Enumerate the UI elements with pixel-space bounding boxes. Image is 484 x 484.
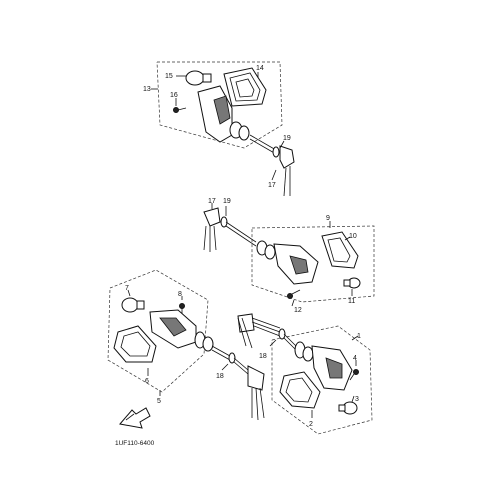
connector-17a bbox=[279, 145, 295, 197]
label-17b: 17 bbox=[208, 198, 216, 205]
label-16: 16 bbox=[170, 92, 178, 99]
bulb-11 bbox=[343, 277, 361, 289]
label-15: 15 bbox=[165, 73, 173, 80]
label-8: 8 bbox=[178, 291, 182, 298]
lens-2 bbox=[279, 371, 321, 409]
connector-1 bbox=[237, 313, 281, 349]
screw-4 bbox=[349, 368, 359, 381]
lens-14 bbox=[223, 67, 267, 107]
grommet-18b bbox=[278, 328, 286, 340]
assembly-1: 18 1 4 3 2 bbox=[237, 313, 373, 435]
lens-10 bbox=[321, 231, 359, 269]
label-10: 10 bbox=[349, 233, 357, 240]
label-6: 6 bbox=[145, 378, 149, 385]
group-outline-9 bbox=[251, 225, 375, 303]
grommet-19a bbox=[272, 146, 280, 158]
grommet-19b bbox=[220, 216, 228, 228]
diagram-code: 1UF110-6400 bbox=[115, 440, 155, 447]
housing-5 bbox=[149, 309, 214, 352]
label-18b: 18 bbox=[259, 353, 267, 360]
housing-1 bbox=[294, 341, 353, 391]
label-9: 9 bbox=[326, 215, 330, 222]
label-2: 2 bbox=[309, 421, 313, 428]
bulb-3 bbox=[338, 401, 358, 415]
label-12: 12 bbox=[294, 307, 302, 314]
label-13: 13 bbox=[143, 86, 151, 93]
assembly-5: 7 8 6 18 5 bbox=[107, 269, 265, 421]
label-5: 5 bbox=[157, 398, 161, 405]
label-19a: 19 bbox=[283, 135, 291, 142]
label-19b: 19 bbox=[223, 198, 231, 205]
screw-16 bbox=[172, 107, 187, 114]
connector-5 bbox=[247, 365, 265, 421]
label-7: 7 bbox=[125, 285, 129, 292]
group-outline-5 bbox=[107, 269, 209, 393]
label-18a: 18 bbox=[216, 373, 224, 380]
fwd-arrow-icon bbox=[119, 407, 151, 429]
label-3: 3 bbox=[355, 396, 359, 403]
assembly-9: 17 19 9 10 11 12 bbox=[203, 198, 375, 314]
label-1: 1 bbox=[357, 333, 361, 340]
assembly-13: 15 14 16 13 19 17 bbox=[143, 61, 295, 197]
housing-13 bbox=[197, 85, 250, 143]
bulb-15 bbox=[185, 70, 212, 86]
group-outline-1 bbox=[271, 325, 373, 435]
group-outline-13 bbox=[156, 61, 283, 149]
connector-17b bbox=[203, 207, 221, 252]
housing-9 bbox=[256, 240, 319, 285]
label-14: 14 bbox=[256, 65, 264, 72]
label-4: 4 bbox=[353, 355, 357, 362]
label-17a: 17 bbox=[268, 182, 276, 189]
label-11: 11 bbox=[348, 298, 355, 305]
screw-12 bbox=[286, 289, 301, 299]
lens-6 bbox=[113, 325, 157, 363]
grommet-18a bbox=[228, 352, 236, 364]
bulb-7 bbox=[121, 297, 145, 313]
screw-8 bbox=[178, 302, 185, 316]
